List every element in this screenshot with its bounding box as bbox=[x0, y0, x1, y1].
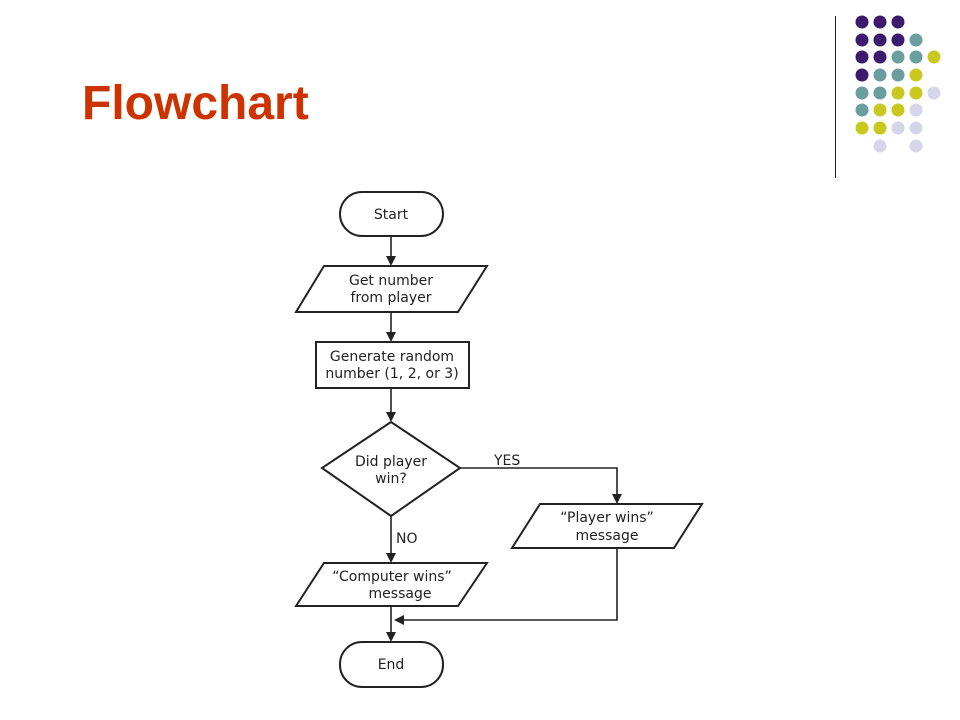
decision-did-player-win bbox=[320, 420, 462, 518]
title-divider bbox=[835, 16, 836, 178]
input-line-1: Get number bbox=[349, 273, 433, 289]
arrowhead-process bbox=[386, 332, 396, 342]
no-label: NO bbox=[396, 531, 418, 547]
start-label: Start bbox=[374, 207, 409, 223]
connector-decision-yes bbox=[460, 467, 618, 496]
end-terminator bbox=[339, 641, 444, 688]
output-computer-wins bbox=[294, 562, 489, 607]
decision-line-2: win? bbox=[375, 471, 407, 487]
connector-player-wins-merge bbox=[402, 548, 618, 621]
end-label: End bbox=[378, 657, 405, 673]
arrowhead-computer-wins bbox=[386, 553, 396, 563]
arrowhead-decision bbox=[386, 412, 396, 422]
player-wins-line-2: message bbox=[576, 528, 639, 544]
process-line-2: number (1, 2, or 3) bbox=[325, 366, 458, 382]
computer-wins-line-1: “Computer wins” bbox=[332, 569, 452, 585]
computer-wins-line-2: message bbox=[369, 586, 432, 602]
input-line-2: from player bbox=[350, 290, 431, 306]
arrowhead-player-wins bbox=[612, 494, 622, 504]
player-wins-line-1: “Player wins” bbox=[560, 510, 654, 526]
process-generate-random bbox=[315, 341, 470, 389]
start-terminator bbox=[339, 191, 444, 237]
decision-line-1: Did player bbox=[355, 454, 427, 470]
arrowhead-end bbox=[386, 632, 396, 642]
yes-label: YES bbox=[493, 453, 520, 469]
arrowhead-input bbox=[386, 256, 396, 266]
output-player-wins bbox=[510, 503, 704, 549]
process-line-1: Generate random bbox=[330, 349, 454, 365]
slide-title: Flowchart bbox=[82, 77, 309, 130]
arrowhead-merge bbox=[394, 615, 404, 625]
input-get-number bbox=[294, 265, 489, 313]
